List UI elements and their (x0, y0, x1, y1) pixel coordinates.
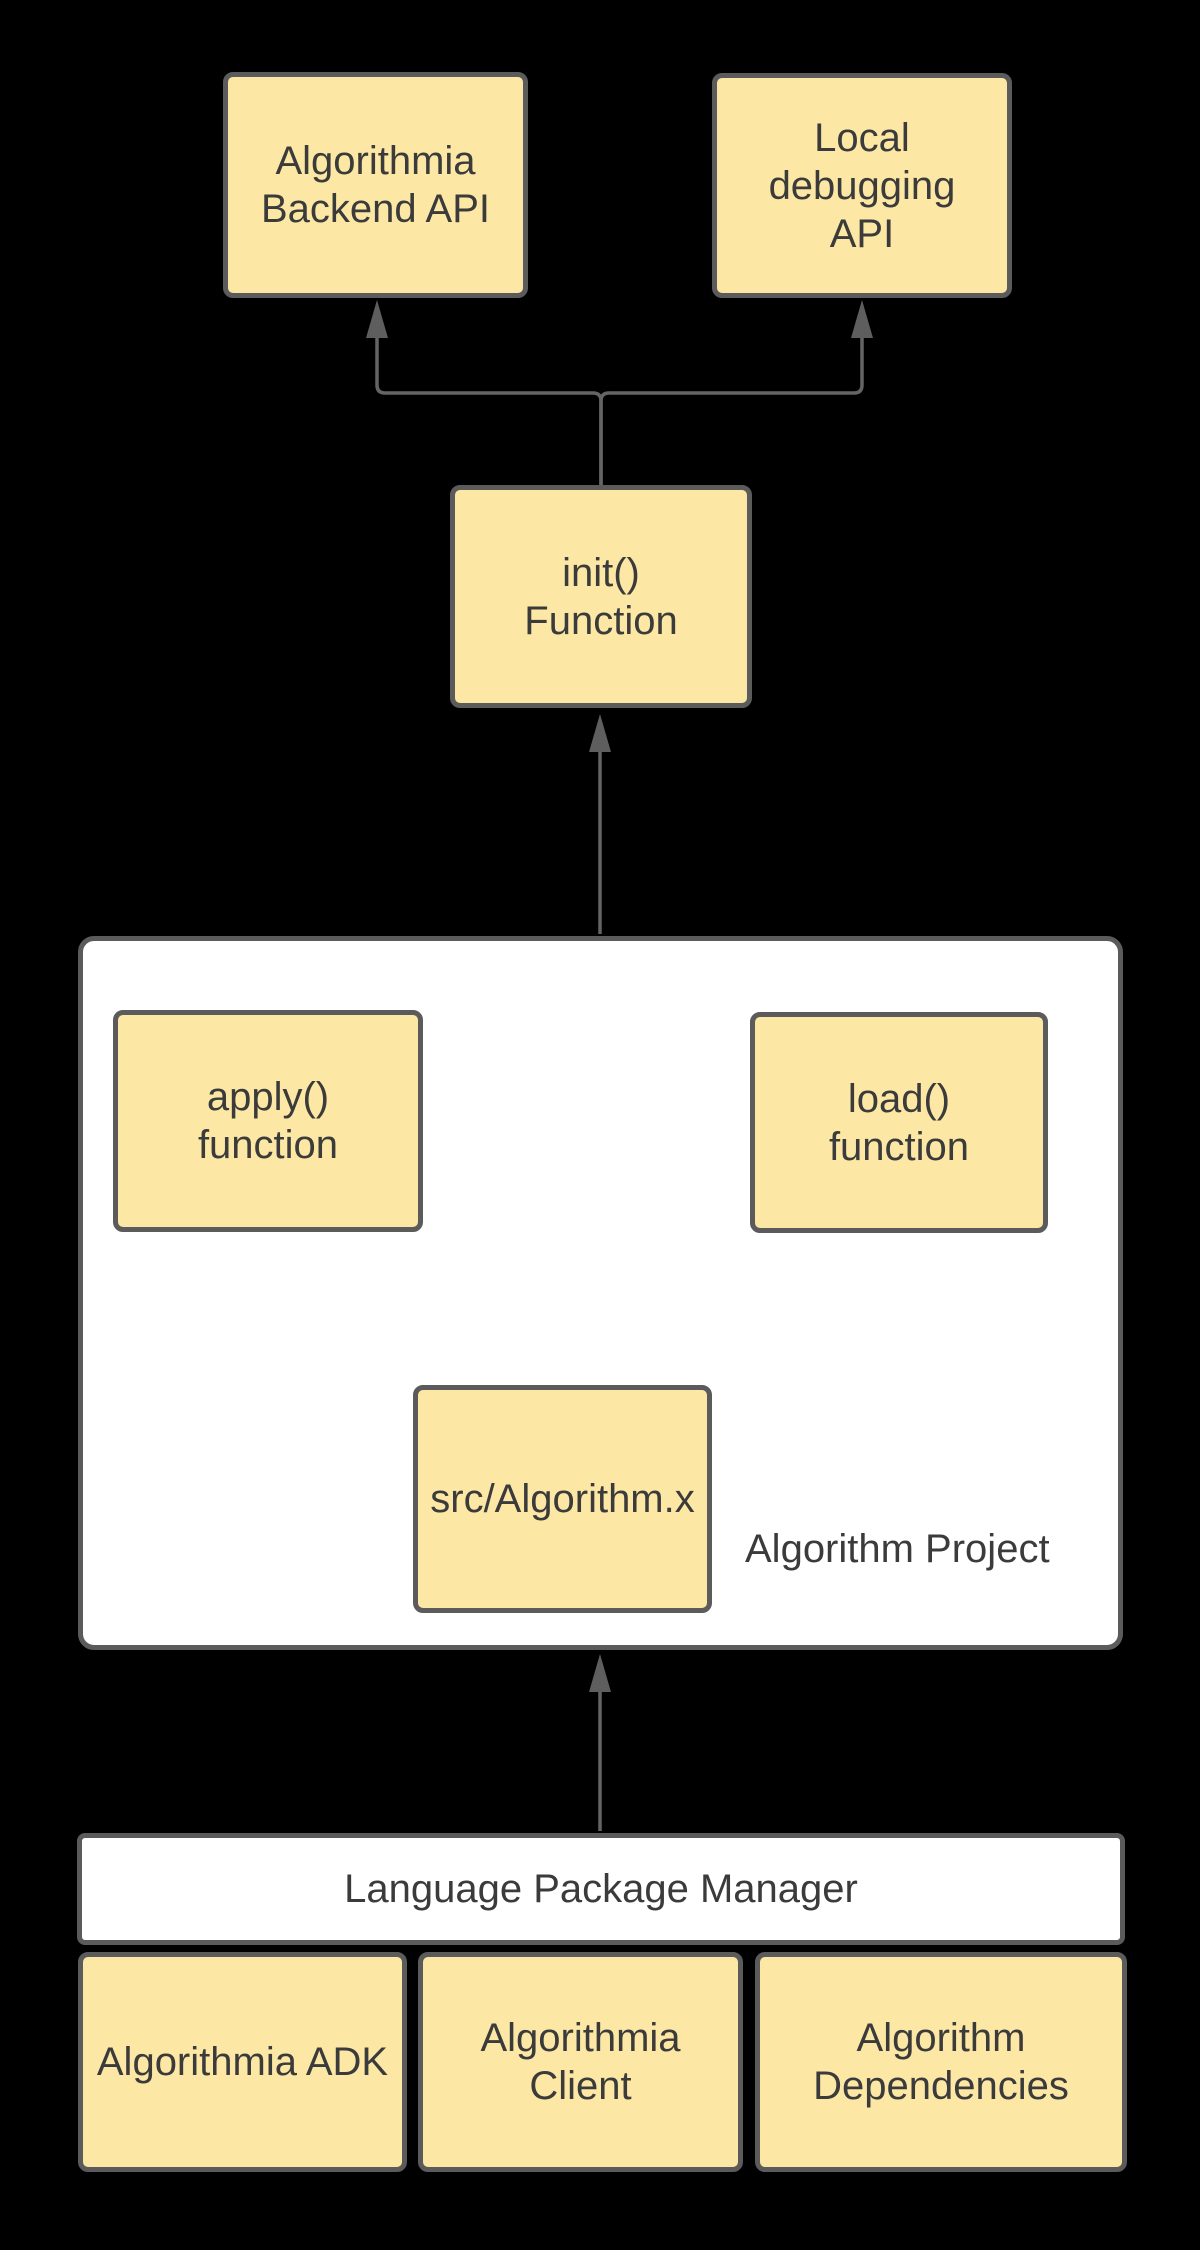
node-algorithmia-adk: Algorithmia ADK (78, 1952, 407, 2172)
arrowhead-local (851, 300, 873, 338)
arrowhead-project (589, 1654, 611, 1692)
node-apply-function: apply() function (113, 1010, 423, 1232)
node-algorithmia-backend-api: Algorithmia Backend API (223, 72, 528, 298)
node-local-debugging-api: Local debugging API (712, 73, 1012, 298)
label-algorithm-project: Algorithm Project (745, 1527, 1050, 1571)
node-src-algorithm: src/Algorithm.x (413, 1385, 712, 1613)
node-load-function: load() function (750, 1012, 1048, 1233)
node-algorithmia-client: Algorithmia Client (418, 1952, 743, 2172)
arrowhead-backend (366, 300, 388, 338)
arrowhead-init (589, 714, 611, 752)
node-algorithm-dependencies: Algorithm Dependencies (755, 1952, 1127, 2172)
connector-init-to-backend (375, 338, 603, 486)
connector-init-to-local (599, 338, 864, 486)
node-language-package-manager: Language Package Manager (77, 1833, 1125, 1945)
node-init-function: init() Function (450, 485, 752, 708)
